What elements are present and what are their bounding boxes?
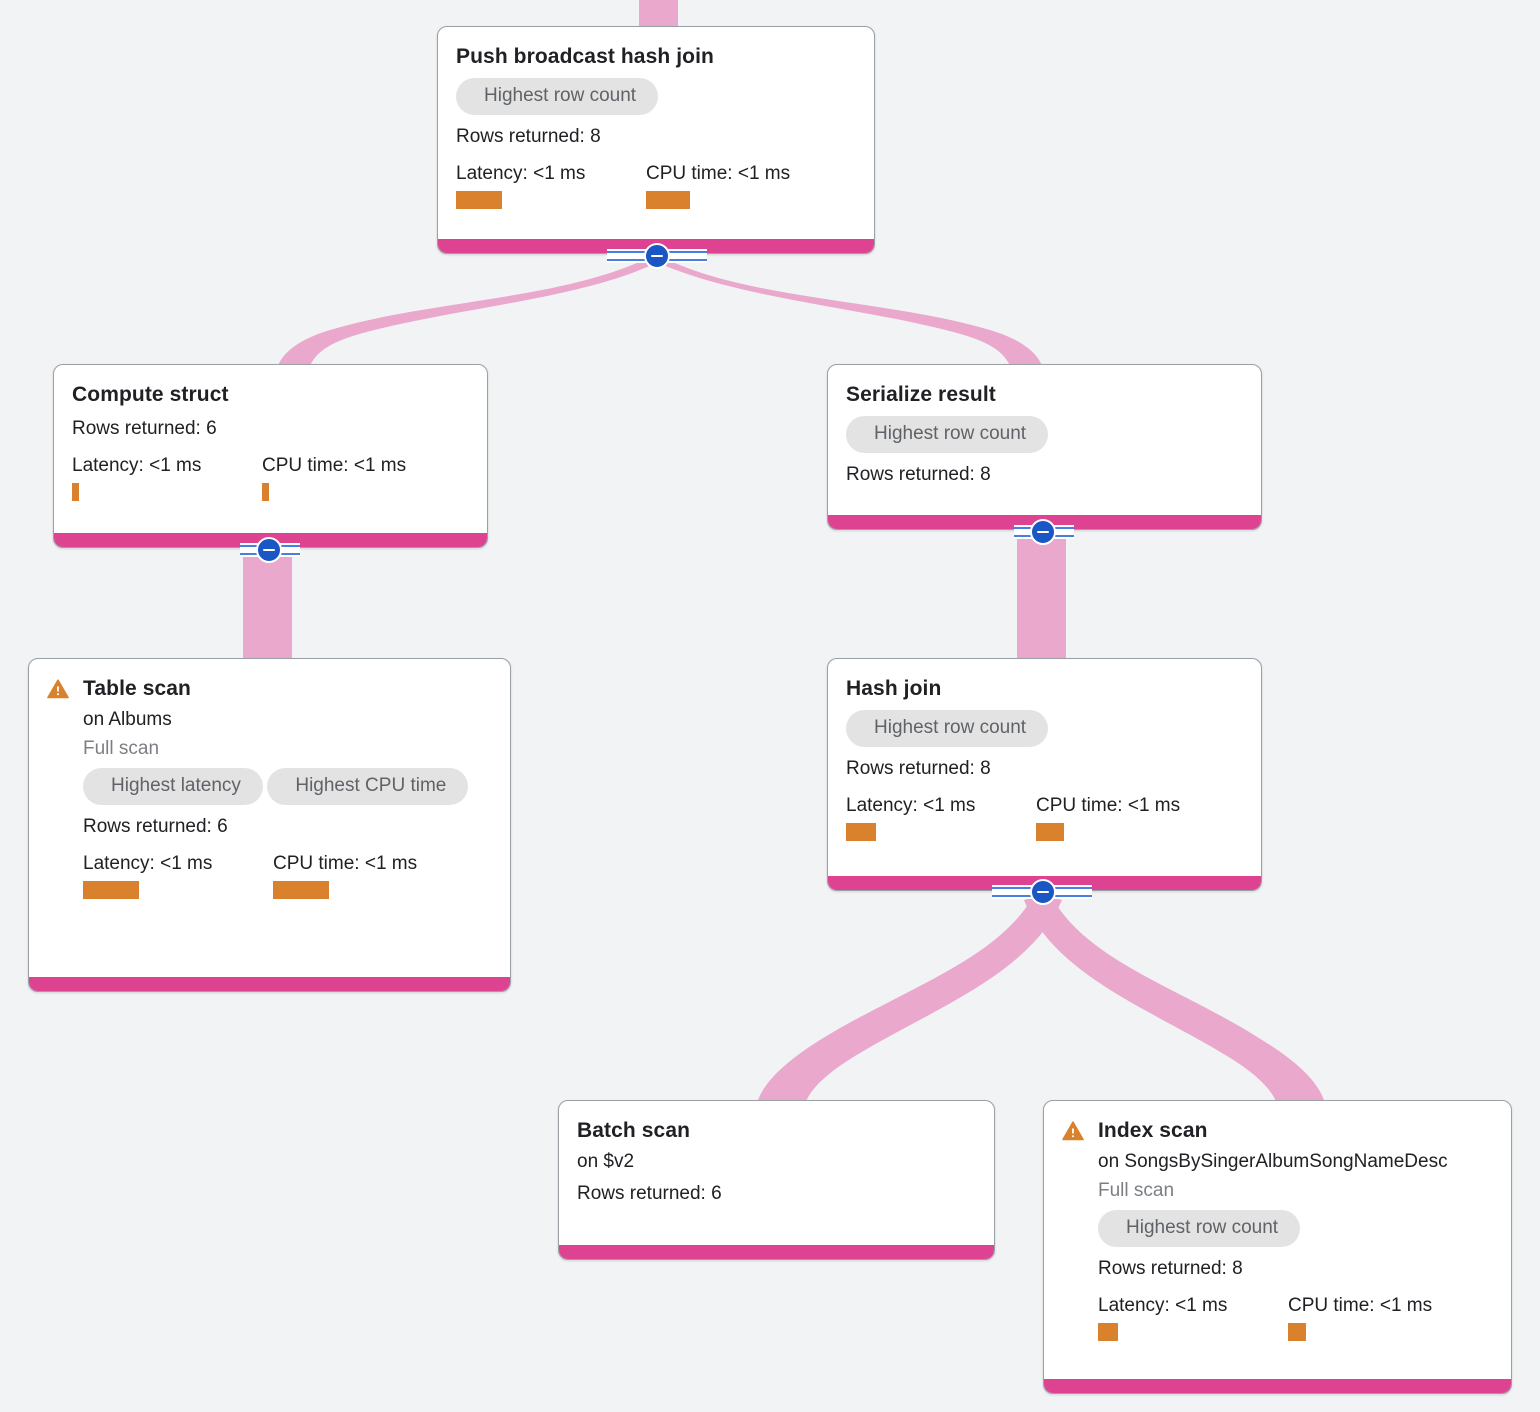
node-title-row: Hash join <box>846 675 941 703</box>
node-details: on Albums Full scan Highest latency High… <box>47 705 492 899</box>
plan-node-batch-scan[interactable]: Batch scan on $v2 Rows returned: 6 <box>558 1100 995 1260</box>
node-title: Hash join <box>846 677 942 700</box>
rows-returned: Rows returned: 6 <box>83 816 228 837</box>
cpu-metric: CPU time: <1 ms <box>1288 1294 1432 1341</box>
latency-label: Latency: <1 ms <box>846 795 976 816</box>
node-subtitle: on Albums <box>83 709 172 730</box>
node-subtitle: on SongsBySingerAlbumSongNameDesc <box>1098 1151 1448 1172</box>
plan-node-serialize-result[interactable]: Serialize result Highest row count Rows … <box>827 364 1262 530</box>
latency-bar <box>83 881 139 899</box>
cpu-time-label: CPU time: <1 ms <box>1036 795 1181 816</box>
node-title: Table scan <box>83 677 191 700</box>
warning-triangle-icon <box>1062 1121 1084 1141</box>
plan-node-compute-struct[interactable]: Compute struct Rows returned: 6 Latency:… <box>53 364 488 548</box>
node-title: Compute struct <box>72 383 229 406</box>
cpu-metric: CPU time: <1 ms <box>646 162 790 209</box>
badge-highest-row-count: Highest row count <box>456 78 659 115</box>
latency-bar <box>456 191 502 209</box>
metrics-row: Latency: <1 ms CPU time: <1 ms <box>846 794 1180 841</box>
node-title-row: Batch scan <box>577 1117 690 1145</box>
node-accent-bar <box>559 1245 994 1259</box>
rows-returned: Rows returned: 8 <box>846 464 991 485</box>
node-title: Push broadcast hash join <box>456 45 714 68</box>
node-title-row: Compute struct <box>72 381 229 409</box>
plan-node-index-scan[interactable]: Index scan on SongsBySingerAlbumSongName… <box>1043 1100 1512 1394</box>
node-body: Hash join Highest row count Rows returne… <box>828 659 1261 876</box>
node-accent-bar <box>29 977 510 991</box>
edge-serialize-to-hash <box>1017 530 1066 662</box>
plan-node-table-scan[interactable]: Table scan on Albums Full scan Highest l… <box>28 658 511 992</box>
collapse-toggle-push-broadcast-hash-join[interactable] <box>644 243 670 269</box>
cpu-time-bar <box>1288 1323 1306 1341</box>
badge-highest-row-count: Highest row count <box>1098 1210 1301 1247</box>
latency-metric: Latency: <1 ms <box>83 852 273 899</box>
cpu-metric: CPU time: <1 ms <box>273 852 417 899</box>
node-details: on SongsBySingerAlbumSongNameDesc Full s… <box>1062 1147 1493 1341</box>
cpu-time-label: CPU time: <1 ms <box>262 455 407 476</box>
cpu-metric: CPU time: <1 ms <box>262 454 406 501</box>
rows-returned: Rows returned: 8 <box>846 758 991 779</box>
cpu-time-label: CPU time: <1 ms <box>273 853 418 874</box>
metrics-row: Latency: <1 ms CPU time: <1 ms <box>83 852 492 899</box>
node-title: Batch scan <box>577 1119 691 1142</box>
badge-highest-row-count: Highest row count <box>846 416 1049 453</box>
node-accent-bar <box>1044 1379 1511 1393</box>
latency-metric: Latency: <1 ms <box>72 454 262 501</box>
latency-label: Latency: <1 ms <box>83 853 213 874</box>
metrics-row: Latency: <1 ms CPU time: <1 ms <box>72 454 406 501</box>
plan-node-push-broadcast-hash-join[interactable]: Push broadcast hash join Highest row cou… <box>437 26 875 254</box>
node-body: Compute struct Rows returned: 6 Latency:… <box>54 365 487 533</box>
metrics-row: Latency: <1 ms CPU time: <1 ms <box>1098 1294 1493 1341</box>
latency-bar <box>846 823 876 841</box>
badge-highest-row-count: Highest row count <box>846 710 1049 747</box>
edge-hash-to-batch <box>757 893 1062 1104</box>
node-title-row: Push broadcast hash join <box>456 43 714 71</box>
node-title-row: Table scan <box>47 675 191 703</box>
latency-label: Latency: <1 ms <box>72 455 202 476</box>
cpu-time-bar <box>262 483 269 501</box>
cpu-time-bar <box>646 191 690 209</box>
latency-bar <box>1098 1323 1118 1341</box>
latency-metric: Latency: <1 ms <box>1098 1294 1288 1341</box>
warning-triangle-icon <box>47 679 69 699</box>
node-scan-type: Full scan <box>1098 1180 1175 1201</box>
rows-returned: Rows returned: 8 <box>1098 1258 1243 1279</box>
badge-highest-latency: Highest latency <box>83 768 263 805</box>
latency-metric: Latency: <1 ms <box>846 794 1036 841</box>
cpu-metric: CPU time: <1 ms <box>1036 794 1180 841</box>
cpu-time-bar <box>273 881 329 899</box>
plan-node-hash-join[interactable]: Hash join Highest row count Rows returne… <box>827 658 1262 891</box>
latency-metric: Latency: <1 ms <box>456 162 646 209</box>
edge-push-to-compute <box>278 258 658 366</box>
collapse-toggle-compute-struct[interactable] <box>256 537 282 563</box>
cpu-time-label: CPU time: <1 ms <box>646 163 791 184</box>
node-title-row: Serialize result <box>846 381 996 409</box>
node-body: Push broadcast hash join Highest row cou… <box>438 27 874 239</box>
cpu-time-label: CPU time: <1 ms <box>1288 1295 1433 1316</box>
latency-bar <box>72 483 79 501</box>
collapse-toggle-serialize-result[interactable] <box>1030 519 1056 545</box>
node-body: Serialize result Highest row count Rows … <box>828 365 1261 515</box>
node-title: Serialize result <box>846 383 996 406</box>
edge-push-to-serialize <box>656 258 1042 366</box>
edge-hash-to-index <box>1024 893 1325 1104</box>
node-scan-type: Full scan <box>83 738 160 759</box>
cpu-time-bar <box>1036 823 1064 841</box>
node-body: Batch scan on $v2 Rows returned: 6 <box>559 1101 994 1245</box>
node-title: Index scan <box>1098 1119 1208 1142</box>
node-body: Table scan on Albums Full scan Highest l… <box>29 659 510 977</box>
latency-label: Latency: <1 ms <box>456 163 586 184</box>
collapse-toggle-hash-join[interactable] <box>1030 879 1056 905</box>
node-subtitle: on $v2 <box>577 1151 635 1172</box>
rows-returned: Rows returned: 6 <box>577 1183 722 1204</box>
badge-highest-cpu-time: Highest CPU time <box>267 768 469 805</box>
edge-compute-to-table <box>243 548 292 662</box>
node-title-row: Index scan <box>1062 1117 1208 1145</box>
latency-label: Latency: <1 ms <box>1098 1295 1228 1316</box>
rows-returned: Rows returned: 8 <box>456 126 601 147</box>
rows-returned: Rows returned: 6 <box>72 418 217 439</box>
metrics-row: Latency: <1 ms CPU time: <1 ms <box>456 162 790 209</box>
node-body: Index scan on SongsBySingerAlbumSongName… <box>1044 1101 1511 1379</box>
